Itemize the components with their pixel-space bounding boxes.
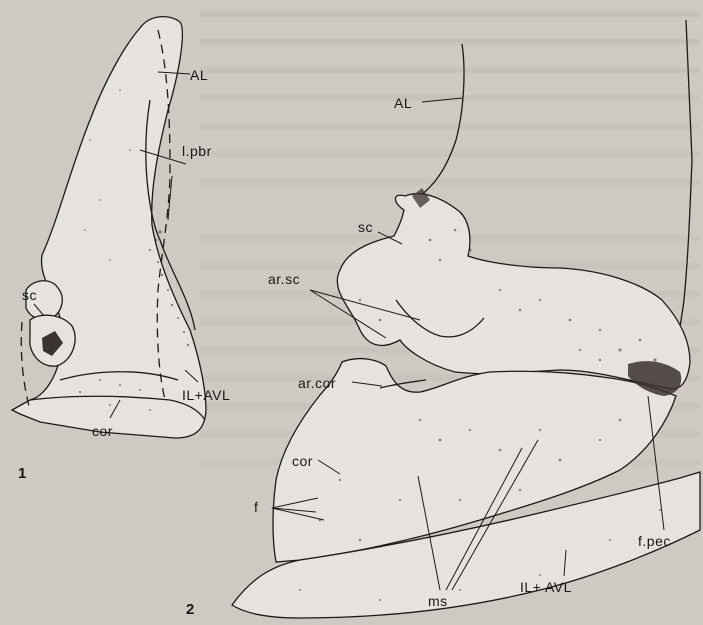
fig1-label-cor: cor (92, 423, 113, 439)
fig2-label-arsc: ar.sc (268, 271, 300, 287)
fig1-bone-outline (12, 17, 206, 438)
fig2-label-arcor: ar.cor (298, 375, 336, 391)
fig2-label-sc: sc (358, 219, 373, 235)
fig2-label-f: f (254, 499, 258, 515)
fig2-label-cor: cor (292, 453, 313, 469)
fig2-number: 2 (186, 601, 195, 618)
fig1-label-sc: sc (22, 287, 37, 303)
fig2-scapula (337, 194, 690, 389)
fig2-label-ms: ms (428, 593, 448, 609)
fig1-label-lpbr: l.pbr (182, 143, 212, 159)
fig2-label-al: AL (394, 95, 412, 111)
figure-1: AL l.pbr sc cor IL+AVL 1 (12, 17, 230, 482)
fig2-label-fpec: f.pec (638, 533, 671, 549)
fig1-dashed-lower (21, 322, 30, 410)
fig2-al-line (420, 44, 464, 196)
fig2-label-ilavl: IL+ AVL (520, 579, 572, 595)
fig1-number: 1 (18, 465, 27, 482)
fig1-label-al: AL (190, 67, 208, 83)
fig1-label-ilavl: IL+AVL (182, 387, 230, 403)
